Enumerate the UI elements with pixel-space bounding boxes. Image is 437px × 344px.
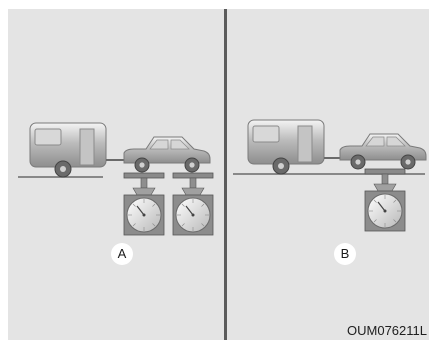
trailer-icon bbox=[29, 122, 107, 178]
trailer-icon bbox=[247, 119, 325, 175]
panel-divider bbox=[224, 9, 227, 340]
scale-icon bbox=[123, 172, 165, 236]
car-icon bbox=[339, 133, 427, 170]
car-icon bbox=[123, 136, 211, 173]
scene-a bbox=[18, 122, 214, 236]
scale-icon bbox=[364, 168, 406, 232]
scale-icon bbox=[172, 172, 214, 236]
panel-label-a: A bbox=[111, 243, 133, 265]
figure-code: OUM076211L bbox=[347, 323, 427, 338]
scene-b bbox=[233, 119, 427, 232]
panel-label-b: B bbox=[334, 243, 356, 265]
